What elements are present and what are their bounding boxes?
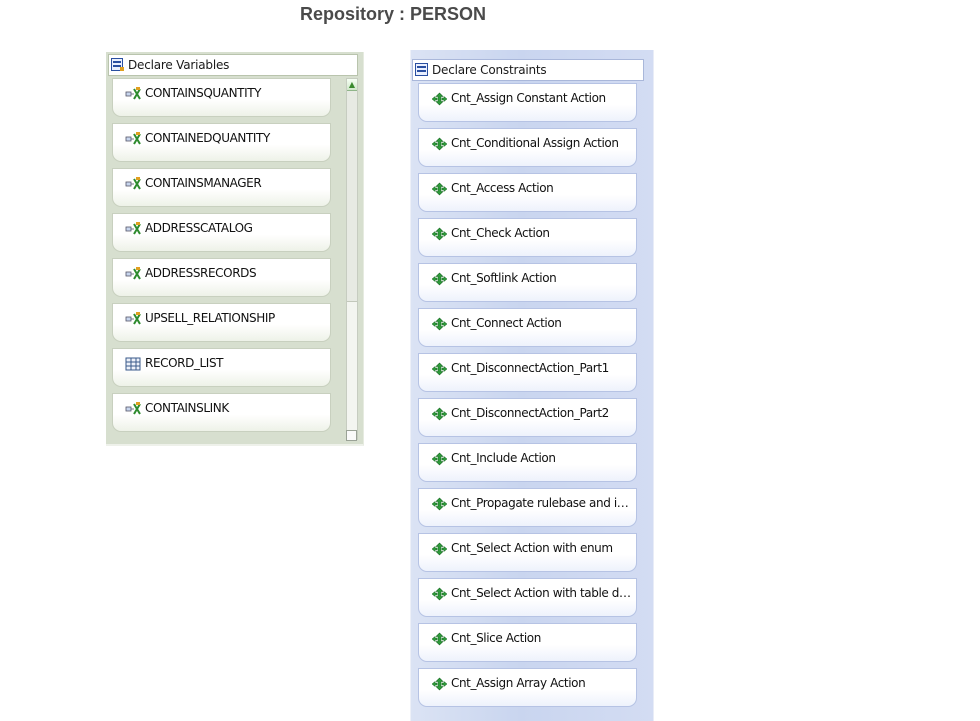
constraint-icon: [431, 496, 448, 511]
constraint-item[interactable]: Cnt_Check Action: [418, 218, 637, 257]
constraint-icon: [431, 271, 448, 286]
variable-item-label: CONTAINSQUANTITY: [145, 86, 262, 100]
declare-variables-title: Declare Variables: [128, 58, 230, 72]
page-title: Repository : PERSON: [300, 4, 487, 24]
constraint-item[interactable]: Cnt_Select Action with enum: [418, 533, 637, 572]
constraint-item-label: Cnt_Propagate rulebase and inline: [451, 496, 635, 510]
constraint-item[interactable]: Cnt_Assign Array Action: [418, 668, 637, 707]
constraint-item-label: Cnt_Softlink Action: [451, 271, 557, 285]
variables-scrollbar[interactable]: ▲: [346, 78, 358, 441]
scrollbar-thumb[interactable]: [347, 91, 357, 302]
declare-variables-header: Declare Variables: [108, 54, 358, 76]
variable-item[interactable]: CONTAINSQUANTITY: [112, 78, 331, 117]
constraint-icon: [431, 676, 448, 691]
constraint-icon: [431, 136, 448, 151]
constraint-item-label: Cnt_Assign Constant Action: [451, 91, 606, 105]
constraint-item-label: Cnt_DisconnectAction_Part2: [451, 406, 609, 420]
declare-constraints-panel: Declare Constraints Cnt_Assign Constant …: [410, 50, 654, 721]
variable-icon: [125, 311, 142, 325]
constraint-item-label: Cnt_Check Action: [451, 226, 550, 240]
variable-item-label: RECORD_LIST: [145, 356, 224, 370]
constraint-icon: [431, 361, 448, 376]
variable-icon: [125, 86, 142, 100]
variable-item[interactable]: CONTAINSLINK: [112, 393, 331, 432]
constraint-icon: [431, 631, 448, 646]
constraint-item[interactable]: Cnt_Select Action with table dat...: [418, 578, 637, 617]
constraint-icon: [431, 406, 448, 421]
variable-item-label: CONTAINSLINK: [145, 401, 229, 415]
declare-constraints-header: Declare Constraints: [412, 59, 644, 81]
variable-icon: [125, 131, 142, 145]
constraint-item[interactable]: Cnt_DisconnectAction_Part2: [418, 398, 637, 437]
variable-item-label: ADDRESSRECORDS: [145, 266, 257, 280]
variable-item[interactable]: CONTAINEDQUANTITY: [112, 123, 331, 162]
constraint-item[interactable]: Cnt_Assign Constant Action: [418, 83, 637, 122]
constraint-item-label: Cnt_Access Action: [451, 181, 554, 195]
variable-item-label: CONTAINEDQUANTITY: [145, 131, 270, 145]
variable-item-label: ADDRESSCATALOG: [145, 221, 253, 235]
variable-item-label: CONTAINSMANAGER: [145, 176, 262, 190]
constraint-icon: [431, 586, 448, 601]
variable-icon: [125, 266, 142, 280]
constraint-icon: [431, 226, 448, 241]
variable-item[interactable]: ADDRESSCATALOG: [112, 213, 331, 252]
constraint-item[interactable]: Cnt_Connect Action: [418, 308, 637, 347]
variable-item[interactable]: RECORD_LIST: [112, 348, 331, 387]
constraint-item[interactable]: Cnt_Conditional Assign Action: [418, 128, 637, 167]
constraint-item-label: Cnt_Connect Action: [451, 316, 562, 330]
constraint-item-label: Cnt_Slice Action: [451, 631, 541, 645]
constraint-icon: [431, 451, 448, 466]
constraint-icon: [431, 541, 448, 556]
constraint-item[interactable]: Cnt_Propagate rulebase and inline: [418, 488, 637, 527]
constraint-item-label: Cnt_Conditional Assign Action: [451, 136, 619, 150]
variable-icon: [125, 176, 142, 190]
constraint-item-label: Cnt_DisconnectAction_Part1: [451, 361, 609, 375]
variable-item[interactable]: CONTAINSMANAGER: [112, 168, 331, 207]
panel-list-icon: [415, 63, 428, 76]
scroll-up-icon[interactable]: ▲: [347, 79, 357, 91]
resize-handle[interactable]: [346, 430, 357, 441]
constraint-icon: [431, 316, 448, 331]
constraint-item-label: Cnt_Assign Array Action: [451, 676, 586, 690]
constraint-item[interactable]: Cnt_Access Action: [418, 173, 637, 212]
table-icon: [125, 356, 142, 371]
variable-item[interactable]: ADDRESSRECORDS: [112, 258, 331, 297]
variable-item-label: UPSELL_RELATIONSHIP: [145, 311, 275, 325]
constraint-item[interactable]: Cnt_Slice Action: [418, 623, 637, 662]
variable-item[interactable]: UPSELL_RELATIONSHIP: [112, 303, 331, 342]
constraint-icon: [431, 181, 448, 196]
constraint-item[interactable]: Cnt_DisconnectAction_Part1: [418, 353, 637, 392]
variable-icon: [125, 221, 142, 235]
constraint-icon: [431, 91, 448, 106]
panel-list-icon: [111, 58, 124, 71]
constraint-item-label: Cnt_Select Action with enum: [451, 541, 613, 555]
constraint-item-label: Cnt_Include Action: [451, 451, 556, 465]
declare-constraints-title: Declare Constraints: [432, 63, 547, 77]
variables-list: CONTAINSQUANTITY CONTAINEDQUANTITY CONTAIN…: [111, 78, 333, 440]
variable-icon: [125, 401, 142, 415]
constraint-item[interactable]: Cnt_Include Action: [418, 443, 637, 482]
constraint-item-label: Cnt_Select Action with table dat...: [451, 586, 635, 600]
constraint-item[interactable]: Cnt_Softlink Action: [418, 263, 637, 302]
